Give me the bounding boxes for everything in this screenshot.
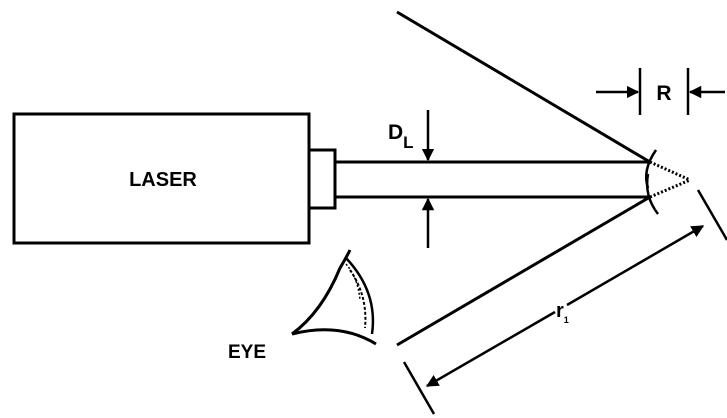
beam-diameter-subscript: L [403,133,413,152]
distance-symbol: r [556,300,564,322]
r1-arrow-to-source [566,224,705,307]
radius-label: R [656,82,671,105]
r1-arrow-to-eye [425,310,556,388]
reflector-lower-arc [645,173,659,215]
reflected-ray-upper [396,10,651,164]
r1-extension-top [696,189,727,241]
distance-label: r1 [556,300,569,325]
distance-subscript: 1 [564,315,569,325]
r1-extension-bottom [402,361,436,415]
beam-diameter-label: DL [388,121,414,152]
laser-label: LASER [129,169,197,191]
laser-aperture [307,148,337,210]
focal-dotted-upper [649,160,691,182]
eye-label: EYE [228,342,266,363]
eye-icon [291,249,377,346]
reflected-ray-lower [396,195,651,347]
beam-diameter-symbol: D [388,121,403,144]
focal-dotted-lower [649,178,691,199]
